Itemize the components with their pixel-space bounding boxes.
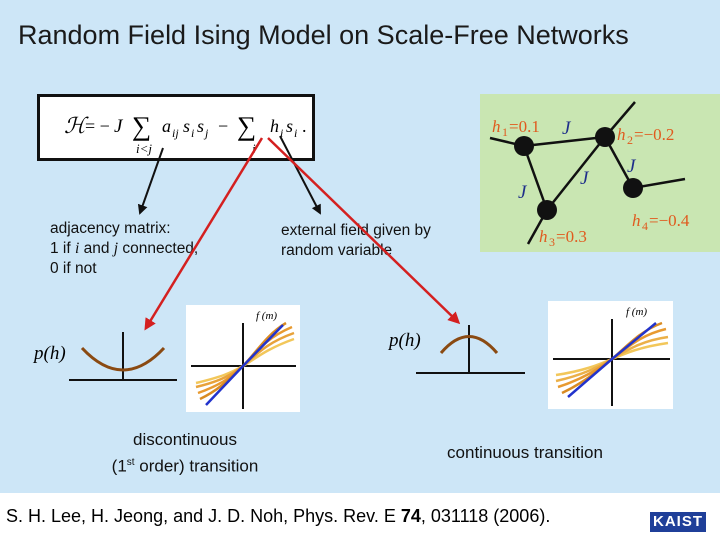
discontinuous-line2: (1st order) transition: [80, 451, 290, 478]
disc-line2-sup: st: [126, 457, 135, 468]
external-line2: random variable: [281, 242, 393, 259]
discontinuous-line1: discontinuous: [133, 430, 237, 449]
ph-label-left: p(h): [32, 343, 66, 364]
hamiltonian-equation: ℋ = − J ∑ i<j a ij s i s j − ∑ i h i s i…: [64, 111, 307, 156]
adjacency-line2-a: 1 if: [50, 240, 75, 257]
kaist-logo: KAIST: [650, 512, 706, 532]
spin-si: s: [183, 116, 190, 136]
citation-volume: 74: [400, 506, 421, 526]
adjacency-a-sub: ij: [172, 126, 179, 140]
fm1-line-blue: [205, 324, 284, 406]
h2-symbol: h: [617, 125, 626, 144]
citation-rest: , 031118 (2006).: [420, 506, 551, 526]
external-line1: external field given by: [281, 222, 431, 239]
edge-1-2: [523, 135, 606, 148]
citation-authors: S. H. Lee, H. Jeong, and J. D. Noh, Phys…: [6, 506, 401, 526]
sum1-index: i<j: [136, 141, 152, 156]
coupling-label-left: J: [518, 182, 528, 203]
h3-sub: 3: [549, 235, 555, 249]
field-h-sub: i: [280, 126, 283, 140]
adjacency-line2-c: connected,: [118, 240, 199, 257]
arrow-to-external-field: [279, 135, 321, 215]
node-3: [537, 200, 557, 220]
network-graph: h 1 =0.1 h 2 =−0.2 h 3 =0.3 h 4 =−0.4 J …: [489, 101, 690, 249]
spin-s2-sub: i: [294, 126, 297, 140]
adjacency-i: i: [74, 240, 80, 257]
h1-sub: 1: [502, 125, 508, 139]
fm-label-1: f (m): [256, 310, 277, 322]
sum-symbol-1: ∑: [132, 111, 151, 141]
adjacency-line2-b: and: [79, 240, 114, 257]
adjacency-j: j: [113, 240, 119, 257]
fm-label-2: f (m): [626, 306, 647, 318]
adjacency-description: adjacency matrix: 1 if i and j connected…: [50, 219, 198, 279]
h4-symbol: h: [632, 211, 641, 230]
adjacency-line1: adjacency matrix:: [50, 220, 171, 237]
fm-plot-continuous-svg: f (m): [553, 306, 670, 406]
h1-symbol: h: [492, 117, 501, 136]
h4-sub: 4: [642, 219, 648, 233]
spin-sj: s: [197, 116, 204, 136]
h2-value: =−0.2: [634, 125, 674, 144]
red-arrow-right: [267, 137, 461, 325]
minus-sign: −: [218, 116, 228, 136]
field-h: h: [270, 116, 279, 136]
disc-line2-b: order) transition: [134, 456, 259, 476]
h3-symbol: h: [539, 227, 548, 246]
arrow-to-adjacency: [137, 147, 164, 215]
h3-value: =0.3: [556, 227, 587, 246]
external-field-description: external field given by random variable: [281, 221, 431, 261]
equals-minus: = −: [85, 116, 110, 136]
coupling-label-top: J: [562, 118, 572, 139]
spin-sj-sub: j: [203, 126, 209, 140]
page-title: Random Field Ising Model on Scale-Free N…: [18, 20, 629, 50]
spin-s2: s: [286, 116, 293, 136]
hamiltonian-symbol: ℋ: [64, 113, 89, 138]
fm1-curve-1: [195, 337, 295, 385]
citation-footer: S. H. Lee, H. Jeong, and J. D. Noh, Phys…: [0, 493, 624, 540]
hamiltonian-box: ℋ = − J ∑ i<j a ij s i s j − ∑ i h i s i…: [37, 94, 315, 161]
disc-line2-a: (1: [111, 456, 127, 476]
red-arrow-left: [144, 137, 264, 331]
sum2-index: i: [252, 141, 256, 156]
fm-plot-continuous: f (m): [548, 301, 673, 409]
ph-right-curve: [439, 335, 499, 354]
ph-left-curve: [80, 346, 166, 372]
sum-symbol-2: ∑: [237, 111, 256, 141]
adjacency-line3: 0 if not: [50, 260, 97, 277]
network-graph-panel: h 1 =0.1 h 2 =−0.2 h 3 =0.3 h 4 =−0.4 J …: [480, 94, 720, 252]
h1-value: =0.1: [509, 117, 540, 136]
h4-value: =−0.4: [649, 211, 690, 230]
adjacency-a: a: [162, 116, 171, 136]
coupling-label-right: J: [627, 156, 637, 177]
node-4: [623, 178, 643, 198]
spin-si-sub: i: [191, 126, 194, 140]
period: .: [302, 116, 307, 136]
fm2-line-blue: [567, 322, 657, 398]
discontinuous-transition-label: discontinuous (1st order) transition: [80, 428, 290, 478]
edge-2-3: [546, 136, 606, 211]
node-2: [595, 127, 615, 147]
adjacency-line2: 1 if i and j connected,: [50, 239, 198, 259]
coupling-label-middle: J: [580, 168, 590, 189]
fm-plot-discontinuous: f (m): [186, 305, 300, 412]
continuous-transition-label: continuous transition: [447, 443, 603, 462]
edge-1-3: [522, 145, 549, 211]
fm-plot-discontinuous-svg: f (m): [191, 310, 296, 409]
node-1: [514, 136, 534, 156]
h2-sub: 2: [627, 133, 633, 147]
ph-label-right: p(h): [387, 330, 421, 351]
coupling-J: J: [114, 116, 124, 137]
